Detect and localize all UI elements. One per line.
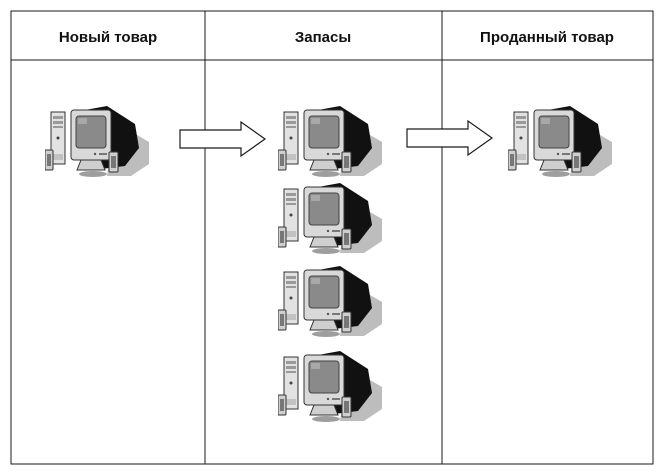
column-title-new-goods: Новый товар [59, 29, 157, 46]
column-title-stock: Запасы [295, 29, 351, 46]
flow-arrow-new-to-stock [179, 120, 267, 158]
computer-icon [278, 265, 383, 338]
computer-icon [45, 105, 150, 178]
flow-arrow-stock-to-sold [406, 119, 494, 157]
computer-icon [278, 350, 383, 423]
column-title-sold-goods: Проданный товар [480, 29, 614, 46]
computer-icon [278, 105, 383, 178]
computer-icon [508, 105, 613, 178]
diagram-frame [10, 10, 654, 465]
computer-icon [278, 182, 383, 255]
